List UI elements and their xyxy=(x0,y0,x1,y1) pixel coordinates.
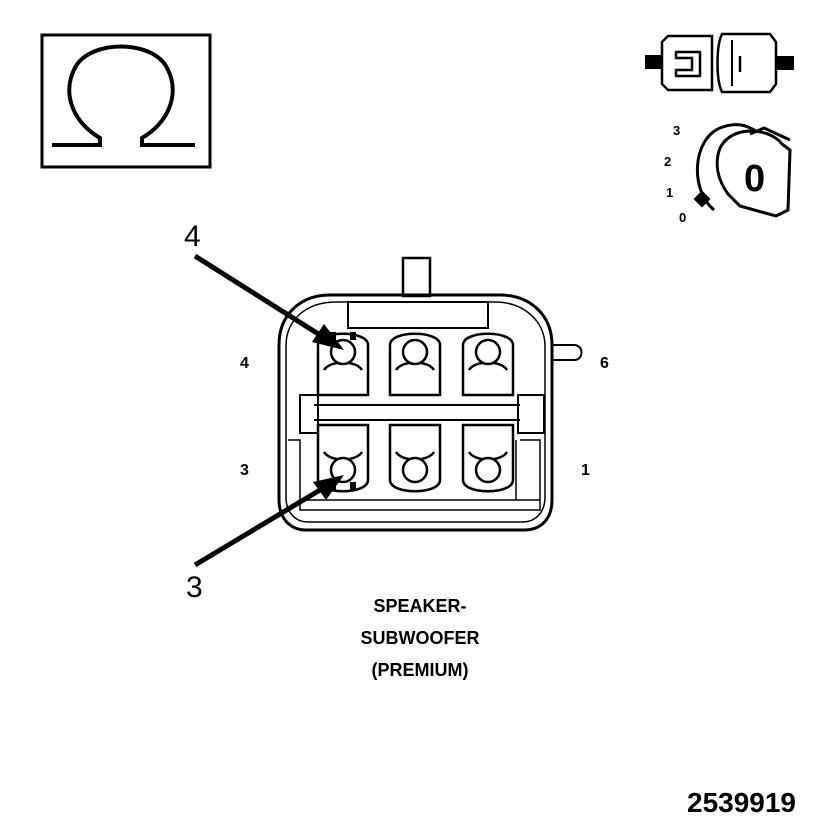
caption-line-2: SUBWOOFER xyxy=(360,628,480,648)
ignition-position-3: 3 xyxy=(673,123,681,138)
caption-line-1: SPEAKER- xyxy=(373,596,467,616)
terminal-cavity-3 xyxy=(316,423,370,493)
terminal-cavity-5 xyxy=(388,332,442,397)
caption-line-3: (PREMIUM) xyxy=(371,660,469,680)
ignition-key-label: 0 xyxy=(744,158,766,200)
terminal-cavity-6 xyxy=(461,332,515,397)
callout-arrow-upper xyxy=(193,253,344,350)
connector-body xyxy=(277,256,583,532)
ohm-symbol-icon xyxy=(40,33,212,169)
ignition-key-off-icon xyxy=(693,123,792,218)
connector-disconnected-icon xyxy=(645,32,794,94)
callout-arrow-lower xyxy=(193,475,344,568)
terminal-row-top xyxy=(316,332,515,397)
callout-number-upper: 4 xyxy=(184,220,201,253)
terminal-cavity-1 xyxy=(461,423,515,493)
pin-label-top-right: 6 xyxy=(600,355,609,372)
terminal-row-bottom xyxy=(316,423,515,493)
ignition-position-1: 1 xyxy=(666,185,674,200)
pin-label-bottom-left: 3 xyxy=(240,462,249,479)
ignition-position-2: 2 xyxy=(664,154,672,169)
pin-label-bottom-right: 1 xyxy=(581,462,590,479)
pin-label-top-left: 4 xyxy=(240,355,249,372)
figure-number: 2539919 xyxy=(687,787,797,818)
callout-number-lower: 3 xyxy=(186,571,203,604)
ignition-position-0: 0 xyxy=(679,210,687,225)
terminal-cavity-2 xyxy=(388,423,442,493)
